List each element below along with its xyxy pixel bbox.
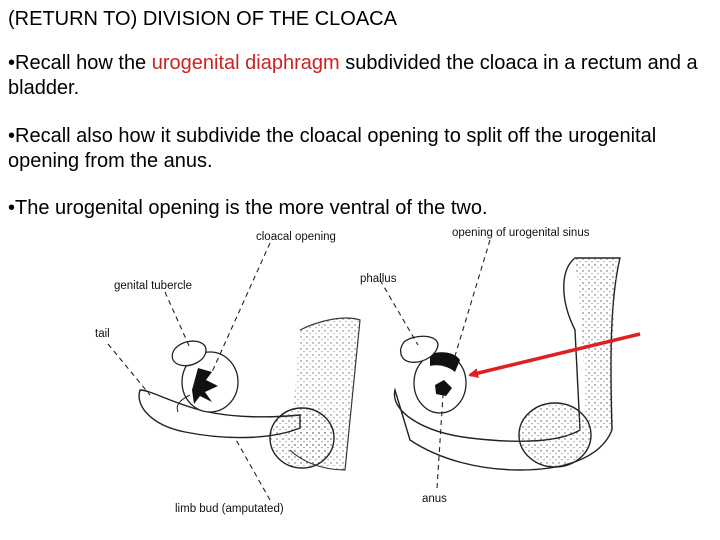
label-phallus: phallus [360,273,397,285]
bullet-urogenital-ventral: •The urogenital opening is the more vent… [8,197,488,219]
bullet-cloacal-opening: •Recall also how it subdivide the cloaca… [8,125,657,172]
left-embryo-drawing [138,317,361,471]
label-leader-lines [107,239,491,501]
label-cloacal-opening: cloacal opening [256,231,336,243]
cloaca-embryo-illustration: cloacal opening opening of urogenital si… [95,227,641,515]
bullet-urogenital-diaphragm: •Recall how the urogenital diaphragm sub… [8,51,708,101]
red-annotation-arrow [468,332,641,378]
label-tail: tail [95,328,110,340]
highlight-urogenital-diaphragm: urogenital diaphragm [151,52,340,74]
bullet-1-prefix: •Recall how the [8,52,152,74]
slide-title: (RETURN TO) DIVISION OF THE CLOACA [8,8,397,30]
label-anus: anus [422,493,447,505]
label-limb-bud: limb bud (amputated) [175,503,284,515]
label-opening-urogenital-sinus: opening of urogenital sinus [452,227,590,239]
right-embryo-drawing [393,257,621,471]
bullet-1-suffix: subdivided the cloaca in a rectum and a … [8,52,698,99]
label-genital-tubercle: genital tubercle [114,280,192,292]
